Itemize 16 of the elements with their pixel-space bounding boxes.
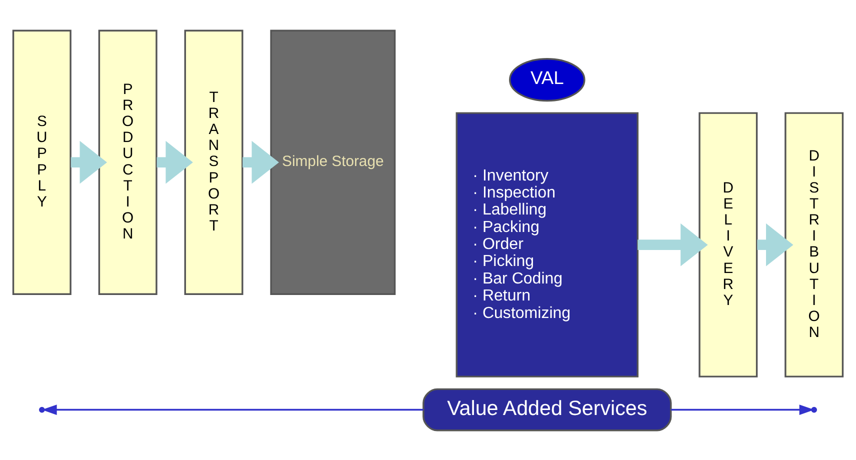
node-box: · Inventory · Inspection · Labelling · Packing · Order · Picking · Bar Coding · Return · Customizing (456, 112, 639, 377)
node-box: SUPPLY (12, 29, 72, 294)
arrow (242, 140, 279, 184)
arrow (757, 222, 794, 266)
node-box: TRANSPORT (184, 29, 244, 294)
arrow (638, 222, 708, 266)
arrow (670, 404, 814, 415)
arrow (42, 404, 424, 415)
arrow (156, 140, 193, 184)
node-box: Simple Storage (270, 29, 396, 294)
node-ellipse: VAL (509, 58, 586, 102)
node-box: DELIVERY (698, 112, 758, 377)
node-box: DISTRIBUTION (784, 112, 844, 377)
node-box: Value Added Services (422, 388, 672, 431)
node-box: PRODUCTION (98, 29, 158, 294)
arrow (70, 140, 108, 184)
